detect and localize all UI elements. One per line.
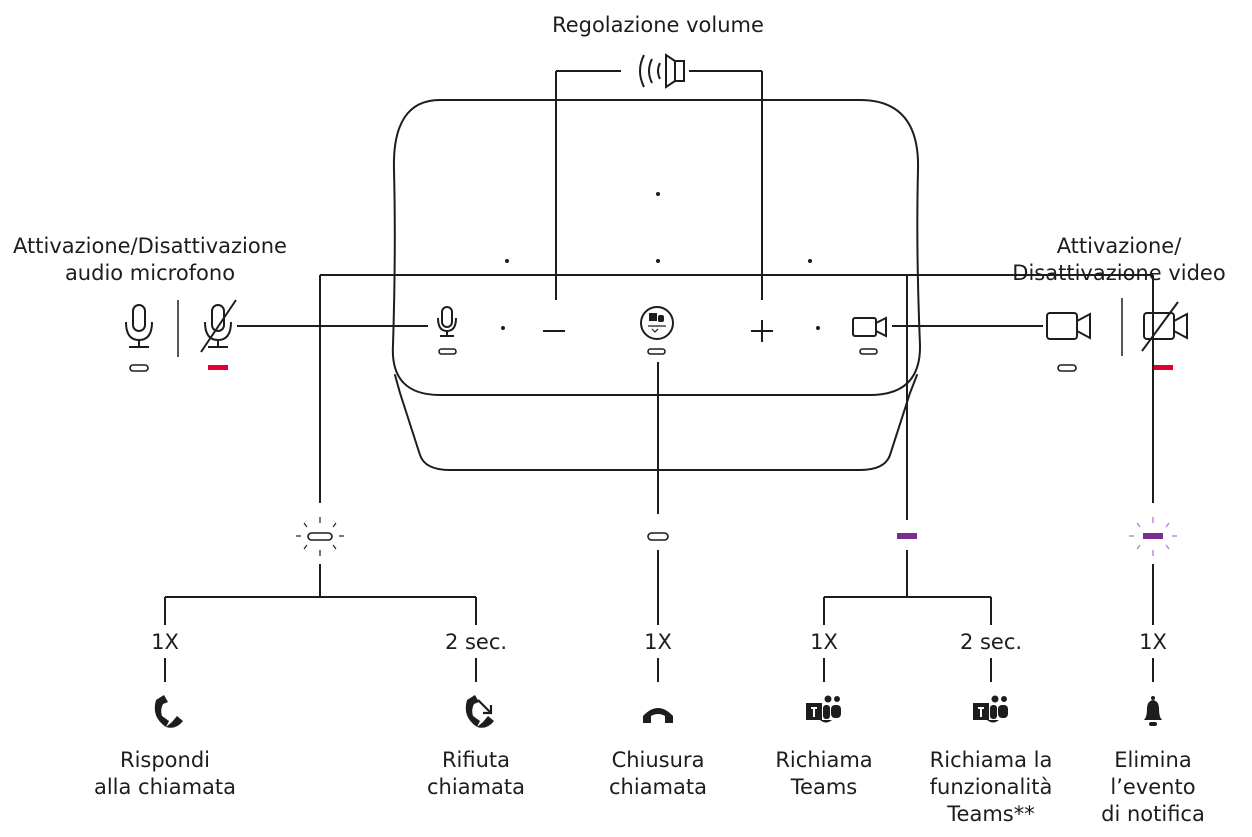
phone-reject-icon <box>465 695 494 728</box>
device-teams-led <box>647 348 666 355</box>
recall-teams-label: Richiama Teams <box>775 748 873 799</box>
volume-bracket <box>555 70 763 300</box>
mic-on-icon <box>125 304 153 348</box>
white-solid-led <box>647 532 669 541</box>
video-off-led <box>1153 365 1173 370</box>
reject-call-label: Rifiuta chiamata <box>427 748 525 799</box>
video-toggle-label: Attivazione/ Disattivazione video <box>1012 234 1226 285</box>
volume-up-button <box>751 320 773 342</box>
mic-off-icon <box>200 299 237 353</box>
mic-off-led <box>208 365 228 370</box>
white-blinking-led <box>296 517 344 556</box>
notification-count: 1X <box>1139 630 1167 654</box>
mic-on-led <box>129 364 149 372</box>
volume-title: Regolazione volume <box>552 13 764 37</box>
teams-icon <box>973 695 1008 723</box>
device-teams-button <box>640 306 674 340</box>
video-on-led <box>1057 364 1077 372</box>
teams-icon <box>806 695 841 723</box>
device-camera-led <box>859 348 878 355</box>
phone-answer-icon <box>154 695 183 728</box>
device-camera-icon <box>852 316 887 338</box>
device-top <box>391 99 922 396</box>
device-mic-icon <box>437 306 457 337</box>
action-tree <box>164 274 1154 682</box>
mic-mute-label: Attivazione/Disattivazione audio microfo… <box>13 234 287 285</box>
recall-teams-feature-label: Richiama la funzionalità Teams** <box>929 748 1053 826</box>
teams-count: 1X <box>810 630 838 654</box>
purple-solid-led <box>897 533 917 539</box>
teams-hold-count: 2 sec. <box>959 630 1023 654</box>
device-mic-led <box>438 348 457 355</box>
bell-icon <box>1144 696 1162 726</box>
speaker-volume-icon <box>639 53 685 89</box>
video-off-icon <box>1141 301 1188 352</box>
device-body <box>394 374 918 471</box>
dismiss-notification-label: Elimina l’evento di notifica <box>1101 748 1205 826</box>
answer-count: 1X <box>151 630 179 654</box>
end-call-label: Chiusura chiamata <box>609 748 707 799</box>
reject-count: 2 sec. <box>444 630 508 654</box>
purple-blinking-led <box>1129 517 1177 556</box>
hangup-count: 1X <box>644 630 672 654</box>
answer-call-label: Rispondi alla chiamata <box>93 748 237 799</box>
phone-hangup-icon <box>643 708 673 723</box>
video-on-icon <box>1046 312 1091 340</box>
device-dots <box>501 192 820 330</box>
